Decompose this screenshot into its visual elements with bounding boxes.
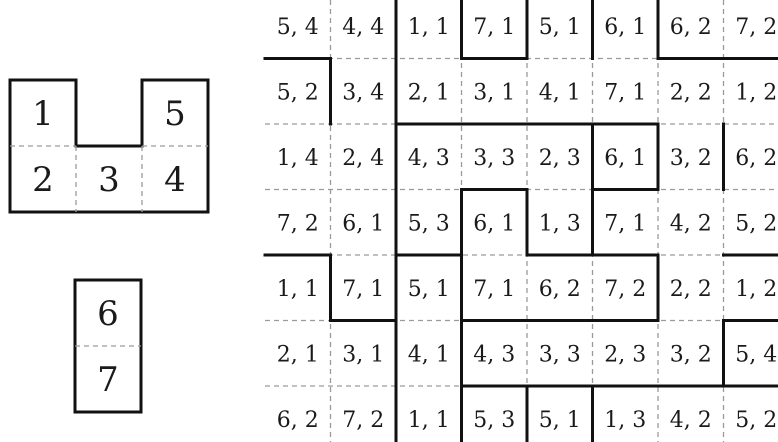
u-piece: 1 5 2 3 4 <box>8 78 210 214</box>
grid-cell: 4, 3 <box>473 342 515 367</box>
grid-cell: 1, 2 <box>735 277 777 302</box>
bar-piece: 67 <box>73 278 143 414</box>
grid-cell: 1, 1 <box>277 277 319 302</box>
grid-cell: 7, 1 <box>604 80 646 105</box>
grid-cell: 4, 1 <box>539 80 581 105</box>
grid-cell: 6, 2 <box>670 15 712 40</box>
grid-cell: 5, 3 <box>473 408 515 433</box>
grid-cell: 2, 2 <box>670 80 712 105</box>
grid-cell: 2, 3 <box>604 342 646 367</box>
grid-cell: 6, 2 <box>735 146 777 171</box>
grid-cell: 5, 4 <box>277 15 319 40</box>
grid-cell: 3, 4 <box>342 80 384 105</box>
grid-cell: 3, 1 <box>473 80 515 105</box>
grid-cell: 3, 1 <box>342 342 384 367</box>
grid-cell: 6, 1 <box>342 211 384 236</box>
grid-cell: 7, 1 <box>342 277 384 302</box>
grid-cell: 5, 1 <box>408 277 450 302</box>
u-piece-cell-label: 3 <box>98 160 120 200</box>
grid-cell: 7, 1 <box>604 211 646 236</box>
grid-cell: 7, 1 <box>473 15 515 40</box>
grid-region-borders <box>263 0 778 442</box>
grid-cell: 7, 2 <box>604 277 646 302</box>
grid-cell: 6, 2 <box>539 277 581 302</box>
grid-cell: 2, 1 <box>277 342 319 367</box>
grid-cell: 1, 3 <box>604 408 646 433</box>
grid-cell: 6, 1 <box>604 15 646 40</box>
grid-cell: 6, 1 <box>473 211 515 236</box>
grid-cell: 4, 2 <box>670 211 712 236</box>
grid-cell: 1, 3 <box>539 211 581 236</box>
grid-cell: 4, 1 <box>408 342 450 367</box>
grid-cell: 1, 1 <box>408 408 450 433</box>
grid-cell: 3, 2 <box>670 342 712 367</box>
grid-cell: 5, 2 <box>735 408 777 433</box>
grid-cell: 4, 3 <box>408 146 450 171</box>
u-piece-cell-label: 5 <box>164 94 186 134</box>
grid-cell: 5, 4 <box>735 342 777 367</box>
grid-cell: 5, 3 <box>408 211 450 236</box>
grid-cell: 7, 2 <box>277 211 319 236</box>
grid-cell: 5, 1 <box>539 408 581 433</box>
u-piece-cell-label: 2 <box>32 160 54 200</box>
grid-cell: 3, 3 <box>473 146 515 171</box>
grid-cell-labels: 5, 4 4, 4 1, 1 7, 1 5, 1 6, 1 6, 2 7, 2 5, 2 3, 4… <box>277 15 777 433</box>
grid-cell: 4, 4 <box>342 15 384 40</box>
grid-cell: 2, 3 <box>539 146 581 171</box>
grid-cell: 5, 1 <box>539 15 581 40</box>
grid-cell: 1, 1 <box>408 15 450 40</box>
grid-cell: 1, 2 <box>735 80 777 105</box>
u-piece-cell-label: 1 <box>32 94 54 134</box>
grid-cell: 6, 2 <box>277 408 319 433</box>
grid-cell: 6, 1 <box>604 146 646 171</box>
grid-cell: 7, 2 <box>735 15 777 40</box>
grid-cell: 1, 4 <box>277 146 319 171</box>
grid-cell: 7, 1 <box>473 277 515 302</box>
u-piece-cell-label: 4 <box>164 160 186 200</box>
grid-cell: 3, 3 <box>539 342 581 367</box>
grid-cell: 4, 2 <box>670 408 712 433</box>
grid-cell: 7, 2 <box>342 408 384 433</box>
bar-piece-cell-label: 7 <box>97 360 119 400</box>
grid-cell: 2, 2 <box>670 277 712 302</box>
grid-cell: 2, 1 <box>408 80 450 105</box>
grid-cell: 2, 4 <box>342 146 384 171</box>
grid-cell: 5, 2 <box>735 211 777 236</box>
bar-piece-cell-label: 6 <box>97 294 119 334</box>
grid-cell: 3, 2 <box>670 146 712 171</box>
grid-cell: 5, 2 <box>277 80 319 105</box>
